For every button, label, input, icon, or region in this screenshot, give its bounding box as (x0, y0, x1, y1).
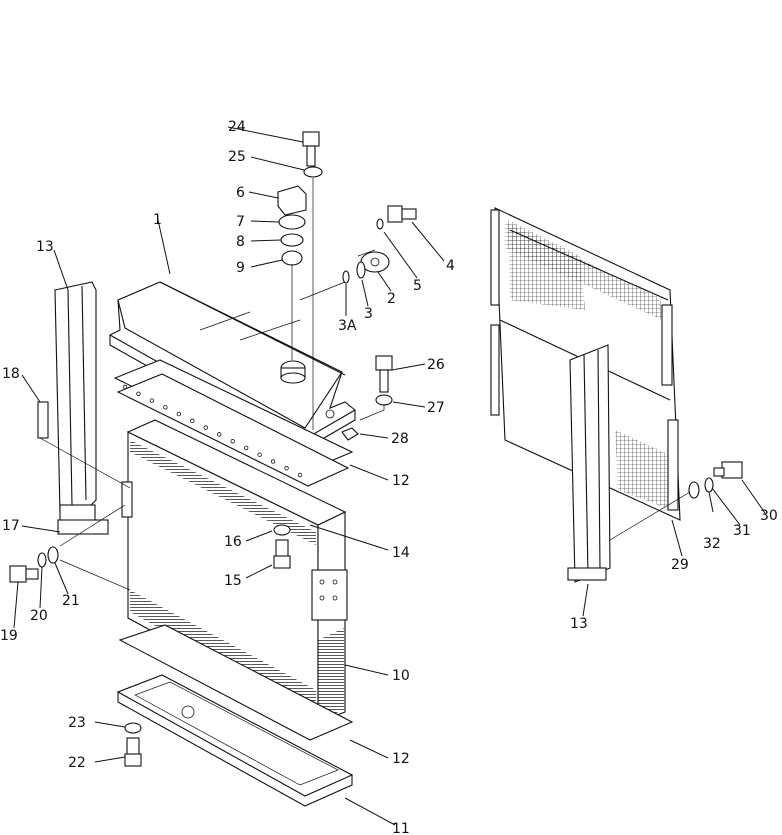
label-18: 18 (2, 366, 20, 382)
gasket-bolt-hole (149, 398, 155, 403)
label-11: 11 (392, 821, 410, 835)
upper-gasket (113, 359, 354, 487)
label-21: 21 (62, 593, 80, 609)
label-16: 16 (224, 534, 242, 550)
gasket-bolt-hole (136, 391, 141, 396)
label-17: 17 (2, 518, 20, 534)
label-1: 1 (153, 212, 162, 228)
label-29: 29 (671, 557, 689, 573)
label-28: 28 (391, 431, 409, 447)
gasket-bolt-hole (217, 432, 222, 437)
label-23: 23 (68, 715, 86, 731)
gasket-bolt-hole (243, 445, 249, 451)
label-31: 31 (733, 523, 751, 539)
label-32: 32 (703, 536, 721, 552)
label-4: 4 (446, 258, 455, 274)
lower-gasket (118, 624, 354, 741)
label-20: 20 (30, 608, 48, 624)
lower-tank (116, 674, 354, 807)
label-12-lower: 12 (392, 751, 410, 767)
label-6: 6 (236, 185, 245, 201)
gasket-bolt-hole (176, 411, 182, 417)
label-22: 22 (68, 755, 86, 771)
label-27: 27 (427, 400, 445, 416)
label-2: 2 (387, 291, 396, 307)
gasket-bolt-hole (230, 438, 235, 444)
radiator-core (121, 419, 348, 723)
label-25: 25 (228, 149, 246, 165)
label-13-left: 13 (36, 239, 54, 255)
label-14: 14 (392, 545, 410, 561)
part-labels: 24 25 6 7 8 9 1 4 5 2 3 3A 26 27 28 13 1… (0, 119, 778, 835)
label-19: 19 (0, 628, 18, 644)
label-26: 26 (427, 357, 445, 373)
right-side-support (567, 344, 611, 583)
label-10: 10 (392, 668, 410, 684)
label-3a: 3A (338, 318, 357, 334)
label-9: 9 (236, 260, 245, 276)
label-24: 24 (228, 119, 246, 135)
gasket-bolt-hole (284, 466, 289, 471)
gasket-bolt-hole (190, 418, 195, 424)
label-8: 8 (236, 234, 245, 250)
gasket-bolt-hole (163, 405, 168, 410)
label-7: 7 (236, 214, 245, 230)
gasket-bolt-hole (270, 459, 276, 464)
label-13-right: 13 (570, 616, 588, 632)
label-12-upper: 12 (392, 473, 410, 489)
label-30: 30 (760, 508, 778, 524)
label-5: 5 (413, 278, 422, 294)
left-side-support (37, 281, 97, 524)
leader-lines (13, 126, 766, 826)
gasket-bolt-hole (257, 452, 262, 457)
hardware (9, 131, 743, 767)
gasket-bolt-hole (297, 472, 303, 478)
label-15: 15 (224, 573, 242, 589)
gasket-bolt-hole (122, 384, 128, 390)
label-3: 3 (364, 306, 373, 322)
gasket-bolt-hole (203, 425, 208, 430)
